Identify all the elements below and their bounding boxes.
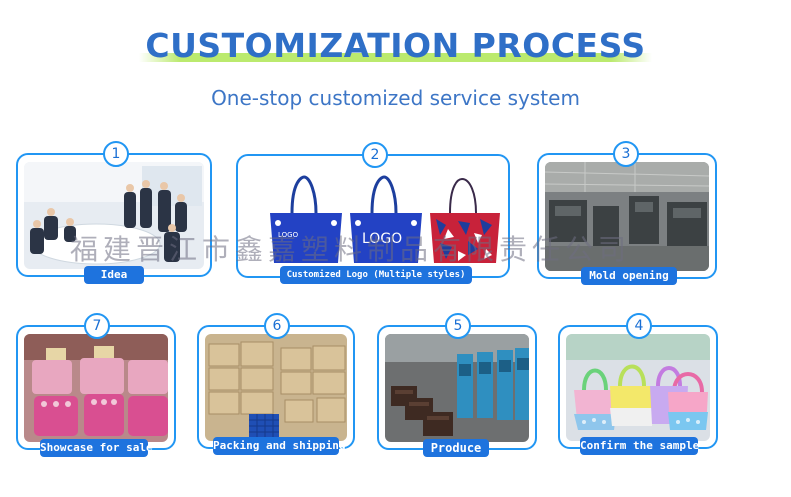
step-label-mold-opening: Mold opening	[581, 267, 677, 285]
step-card-packing-shipping: 6 Packing and shipping	[197, 313, 355, 455]
step-label-customized-logo: Customized Logo (Multiple styles)	[280, 266, 472, 284]
step-number-5: 5	[445, 313, 471, 339]
production-line-photo	[385, 334, 529, 442]
step-number-3: 3	[613, 141, 639, 167]
step-number-4: 4	[626, 313, 652, 339]
step-card-showcase: 7 Showcase for sale	[16, 313, 176, 457]
sample-bags-photo	[566, 334, 710, 441]
step-card-confirm-sample: 4 Confirm the sample	[558, 313, 718, 455]
logo-text-bag-2: LOGO	[362, 231, 403, 247]
page-subtitle: One-stop customized service system	[211, 86, 580, 110]
tote-bags-photo: LOGO LOGO	[244, 163, 502, 270]
step-card-customized-logo: LOGO LOGO 2 Customized Logo (Multiple st…	[236, 142, 510, 284]
warehouse-photo	[205, 334, 347, 441]
step-number-7: 7	[84, 313, 110, 339]
logo-text-bag-1: LOGO	[278, 231, 299, 239]
page-title-text: CUSTOMIZATION PROCESS	[145, 26, 646, 65]
step-card-produce: 5 Produce	[377, 313, 537, 457]
step-number-1: 1	[103, 141, 129, 167]
step-card-mold-opening: 3 Mold opening	[537, 141, 717, 285]
step-label-showcase: Showcase for sale	[40, 439, 153, 457]
step-label-produce: Produce	[423, 439, 489, 457]
step-label-packing-shipping: Packing and shipping	[213, 437, 345, 455]
step-number-6: 6	[264, 313, 290, 339]
showcase-photo	[24, 334, 168, 442]
step-number-2: 2	[362, 142, 388, 168]
step-label-confirm-sample: Confirm the sample	[580, 437, 699, 455]
factory-photo	[545, 162, 709, 271]
title-wrap: CUSTOMIZATION PROCESS	[0, 26, 791, 65]
step-label-idea: Idea	[84, 266, 144, 284]
page-title: CUSTOMIZATION PROCESS	[139, 26, 652, 65]
step-card-idea: 1 Idea	[16, 141, 212, 284]
meeting-photo	[24, 162, 204, 269]
